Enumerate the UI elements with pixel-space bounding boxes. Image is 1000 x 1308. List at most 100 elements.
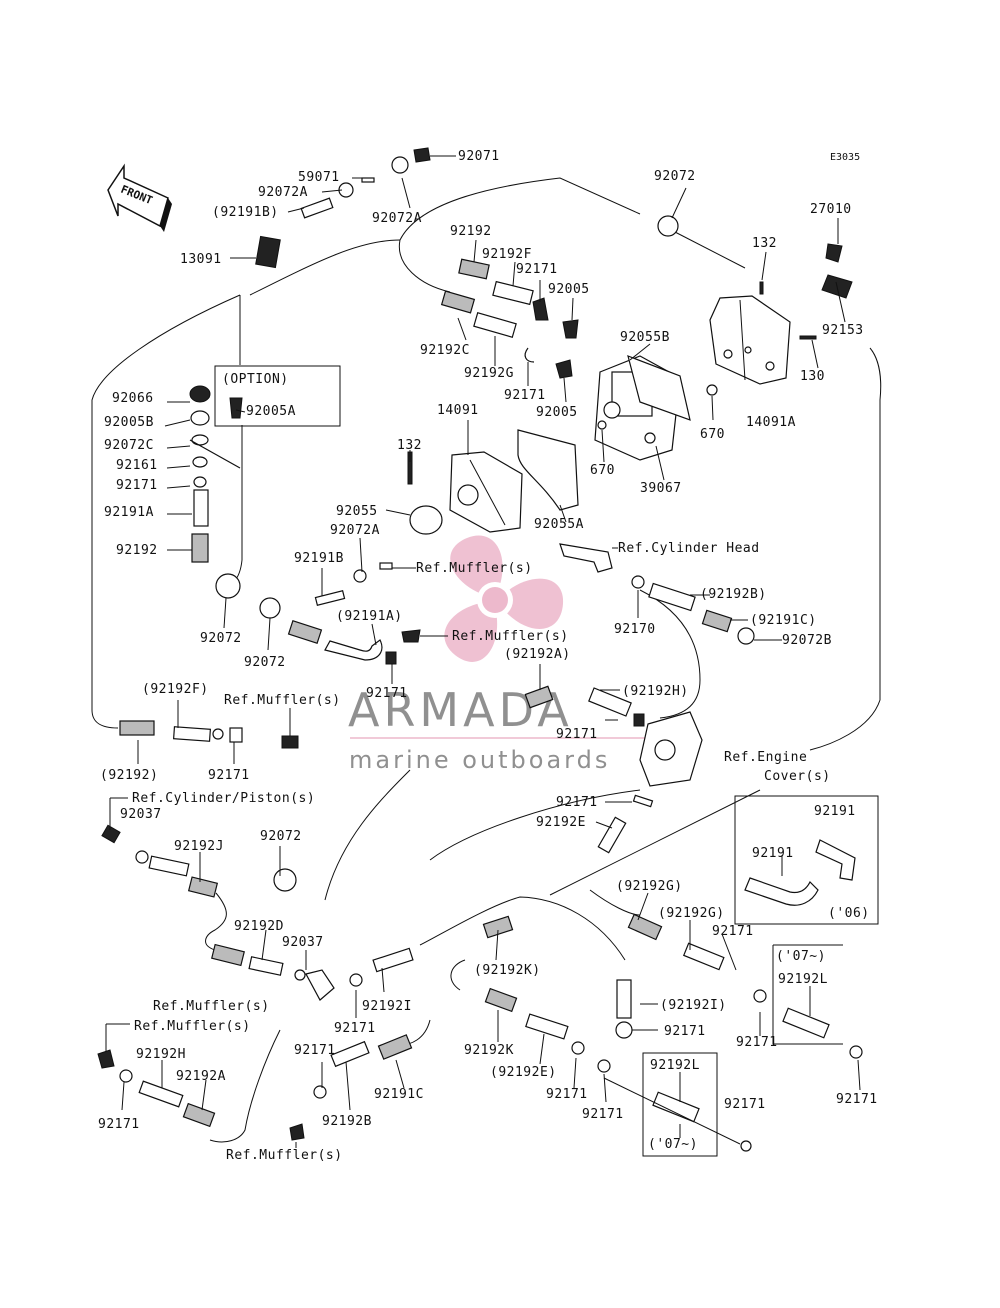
ref-engine-cover-line1: Ref.Engine: [724, 750, 807, 765]
label-92191B: (92191B): [212, 205, 279, 220]
ref-muffler: Ref.Muffler(s): [153, 999, 270, 1014]
gasket-92055A: [517, 429, 579, 511]
label-92171: 92171: [712, 924, 754, 939]
label-92072: 92072: [260, 829, 302, 844]
label-92171: 92171: [556, 795, 598, 810]
label-92153: 92153: [822, 323, 864, 338]
label-92192F: (92192F): [142, 682, 209, 697]
label-92171: 92171: [724, 1097, 766, 1112]
cover-plate-14091A: [709, 295, 791, 385]
ref-muffler: Ref.Muffler(s): [416, 561, 533, 576]
label-year-07: ('07~): [648, 1137, 698, 1152]
label-92005B: 92005B: [104, 415, 154, 430]
label-92192L: 92192L: [650, 1058, 700, 1073]
label-92171: 92171: [208, 768, 250, 783]
label-92170: 92170: [614, 622, 656, 637]
label-92191B: 92191B: [294, 551, 344, 566]
label-92005: 92005: [548, 282, 590, 297]
label-92192G: 92192G: [464, 366, 514, 381]
label-92072: 92072: [654, 169, 696, 184]
ref-muffler: Ref.Muffler(s): [226, 1148, 343, 1163]
label-92171: 92171: [504, 388, 546, 403]
label-year-06: ('06): [828, 906, 870, 921]
propeller-logo-icon: [444, 535, 563, 662]
hose-springs: [119, 258, 733, 1128]
label-92192F: 92192F: [482, 247, 532, 262]
ref-muffler: Ref.Muffler(s): [452, 629, 569, 644]
label-year-07: ('07~): [776, 949, 826, 964]
ref-engine-cover-line2: Cover(s): [764, 769, 831, 784]
label-92055A: 92055A: [534, 517, 584, 532]
label-670: 670: [590, 463, 615, 478]
label-92192E: 92192E: [536, 815, 586, 830]
label-92191C: 92191C: [374, 1087, 424, 1102]
label-92191: 92191: [752, 846, 794, 861]
label-130: 130: [800, 369, 825, 384]
label-92192H: (92192H): [622, 684, 689, 699]
hose-tubes: [138, 197, 856, 1123]
variant-box-92191: [734, 795, 879, 925]
label-92192I: (92192I): [660, 998, 727, 1013]
leader-lines: [105, 155, 861, 1148]
label-92072: 92072: [200, 631, 242, 646]
diagram-code: E3035: [830, 152, 860, 163]
label-92171: 92171: [546, 1087, 588, 1102]
label-13091: 13091: [180, 252, 222, 267]
label-92191C: (92191C): [750, 613, 817, 628]
label-92192I: 92192I: [362, 999, 412, 1014]
watermark: ARMADA marine outboards: [348, 535, 650, 774]
front-arrow-icon: FRONT: [107, 163, 172, 232]
label-92192A: (92192A): [504, 647, 571, 662]
label-92037: 92037: [282, 935, 324, 950]
label-92005A: 92005A: [246, 404, 296, 419]
cover-14091: [449, 451, 523, 533]
label-92005: 92005: [536, 405, 578, 420]
label-92171: 92171: [98, 1117, 140, 1132]
option-box-title: (OPTION): [222, 372, 289, 387]
label-92171: 92171: [366, 686, 408, 701]
label-92072: 92072: [244, 655, 286, 670]
label-92192K: 92192K: [464, 1043, 514, 1058]
o-ring-92055: [409, 505, 443, 535]
label-14091: 14091: [437, 403, 479, 418]
label-92171: 92171: [556, 727, 598, 742]
label-92171: 92171: [582, 1107, 624, 1122]
label-670: 670: [700, 427, 725, 442]
ref-cylinder-piston: Ref.Cylinder/Piston(s): [132, 791, 315, 806]
label-92191: 92191: [814, 804, 856, 819]
label-92037: 92037: [120, 807, 162, 822]
label-92192J: 92192J: [174, 839, 224, 854]
label-92192C: 92192C: [420, 343, 470, 358]
label-92072A: 92072A: [258, 185, 308, 200]
label-132: 132: [397, 438, 422, 453]
ref-muffler: Ref.Muffler(s): [134, 1019, 251, 1034]
label-92066: 92066: [112, 391, 154, 406]
label-92192D: 92192D: [234, 919, 284, 934]
label-92171: 92171: [116, 478, 158, 493]
joint-ref-cylinder-head: [559, 543, 613, 573]
option-box: (OPTION): [214, 365, 341, 427]
label-92055: 92055: [336, 504, 378, 519]
gasket-92055B: [627, 355, 691, 421]
ref-cylinder-head: Ref.Cylinder Head: [618, 541, 760, 556]
label-92191A: (92191A): [336, 609, 403, 624]
label-92171: 92171: [836, 1092, 878, 1107]
variant-box-92192L-bottom: [642, 1052, 718, 1157]
label-92192L: 92192L: [778, 972, 828, 987]
label-92192A: 92192A: [176, 1069, 226, 1084]
label-92072B: 92072B: [782, 633, 832, 648]
label-92171: 92171: [664, 1024, 706, 1039]
label-39067: 39067: [640, 481, 682, 496]
label-27010: 27010: [810, 202, 852, 217]
label-92192G: (92192G): [616, 879, 683, 894]
label-92191A: 92191A: [104, 505, 154, 520]
label-92171: 92171: [516, 262, 558, 277]
water-housing-lower: [639, 711, 703, 787]
part-labels: 92071 59071 92072A (92191B) 92072A 13091…: [98, 149, 878, 1163]
label-59071: 59071: [298, 170, 340, 185]
label-92072A: 92072A: [330, 523, 380, 538]
label-92171: 92171: [334, 1021, 376, 1036]
label-92161: 92161: [116, 458, 158, 473]
label-92192B: (92192B): [700, 587, 767, 602]
